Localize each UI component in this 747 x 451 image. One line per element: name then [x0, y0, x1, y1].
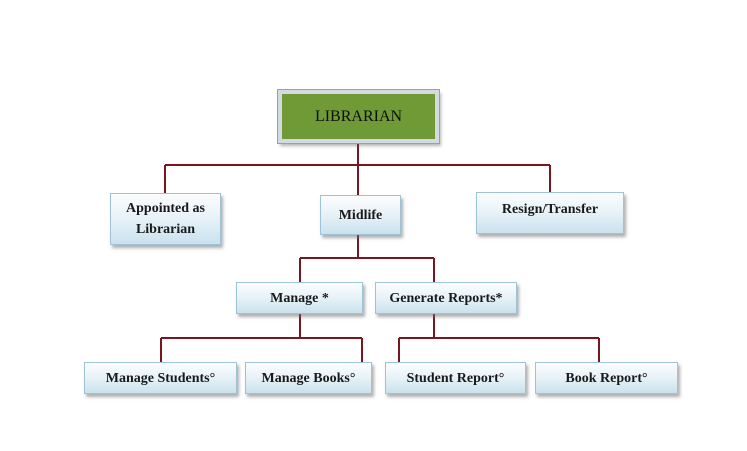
appointed-node-label: Appointed as Librarian	[126, 201, 205, 237]
resign-transfer-node-label: Resign/Transfer	[501, 202, 599, 217]
manage-books-node-label: Manage Books°	[261, 370, 356, 386]
librarian-node: LIBRARIAN	[277, 89, 440, 144]
manage-students-node: Manage Students°	[84, 362, 237, 394]
book-report-node: Book Report°	[535, 362, 678, 394]
student-report-node: Student Report°	[385, 362, 526, 394]
resign-transfer-node: Resign/Transfer	[476, 192, 624, 234]
manage-students-node-label: Manage Students°	[105, 370, 216, 386]
midlife-node: Midlife	[320, 195, 401, 235]
generate-reports-node-label: Generate Reports*	[389, 290, 503, 306]
librarian-node-label: LIBRARIAN	[314, 108, 403, 125]
manage-node: Manage *	[236, 282, 363, 314]
generate-reports-node: Generate Reports*	[375, 282, 517, 314]
appointed-node: Appointed as Librarian	[110, 193, 221, 245]
book-report-node-label: Book Report°	[565, 370, 648, 386]
manage-node-label: Manage *	[270, 290, 329, 306]
manage-books-node: Manage Books°	[245, 362, 372, 394]
student-report-node-label: Student Report°	[406, 370, 505, 386]
midlife-node-label: Midlife	[338, 207, 383, 223]
